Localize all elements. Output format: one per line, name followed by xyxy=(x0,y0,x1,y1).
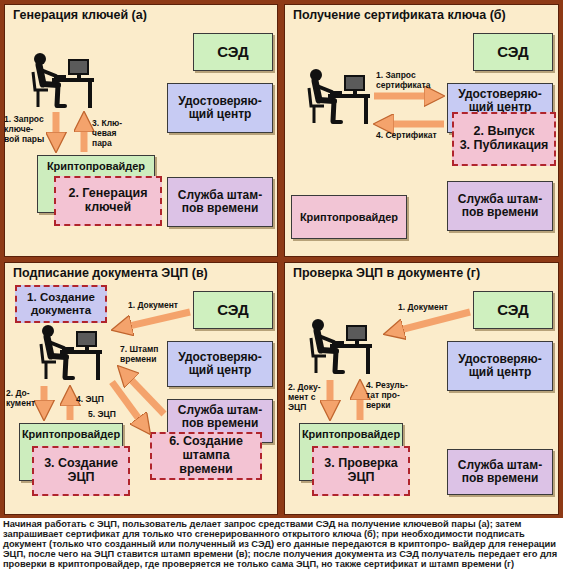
process-step: 2. Выпуск3. Публикация xyxy=(452,112,556,166)
box-label: Криптопровайдер xyxy=(302,428,400,440)
box-label: Криптопровайдер xyxy=(47,160,145,172)
system-box: Криптопровайдер 2. Генерация ключей xyxy=(37,155,155,213)
arrow-label: 4. Резуль- тат про- верки xyxy=(366,380,410,410)
arrow-layer xyxy=(0,0,563,518)
box-label: Удостоверяю- щий центр xyxy=(171,351,269,377)
box-label: Служба штам- пов времени xyxy=(451,193,549,219)
box-label: СЭД xyxy=(497,44,529,61)
arrow-label: 3. Клю- чевая пара xyxy=(92,118,132,148)
box-label: 1. Создание документа xyxy=(20,291,102,316)
arrow-label: 5. ЭЦП xyxy=(88,409,124,419)
system-box: Служба штам- пов времени xyxy=(447,181,553,231)
box-label: 3. Создание ЭЦП xyxy=(37,457,125,485)
box-label: 2. Выпуск xyxy=(474,125,535,139)
panel-title: Получение сертификата ключа (б) xyxy=(293,9,506,23)
arrow-label: 2. Доку- мент с ЭЦП xyxy=(288,382,326,412)
system-box: Служба штам- пов времени xyxy=(167,177,273,227)
flow-arrow xyxy=(374,93,428,100)
process-step: 3. Создание ЭЦП xyxy=(32,446,130,496)
box-label: 3. Проверка ЭЦП xyxy=(317,457,405,485)
box-label: Криптопровайдер xyxy=(300,211,398,223)
system-box: Служба штам- пов времени xyxy=(447,449,553,495)
panel-title: Подписание документа ЭЦП (в) xyxy=(13,267,208,281)
box-label: Удостоверяю- щий центр xyxy=(451,88,549,114)
box-label: СЭД xyxy=(217,44,249,61)
system-box: СЭД xyxy=(193,33,273,71)
system-box: Удостоверяю- щий центр xyxy=(167,341,273,387)
arrow-label: 1. Запрос ключе- вой пары xyxy=(4,114,51,144)
system-box: СЭД xyxy=(473,291,553,329)
box-label: Служба штам- пов времени xyxy=(171,189,269,215)
box-label: 6. Создание штампа времени xyxy=(155,435,257,476)
arrow-label: 4. ЭЦП xyxy=(76,394,112,404)
arrow-label: 4. Сертификат xyxy=(376,130,444,140)
flow-arrow xyxy=(67,402,74,420)
flow-arrow xyxy=(357,396,364,420)
panel-title: Генерация ключей (а) xyxy=(13,9,147,23)
box-label: Служба штам- пов времени xyxy=(451,459,549,485)
stage-panel: Генерация ключей (а) СЭД Удостоверяю- щий … xyxy=(4,4,278,257)
system-box: Удостоверяю- щий центр2. Выпуск3. Публик… xyxy=(447,83,553,133)
arrow-label: 1. Запрос сертификата xyxy=(376,70,444,90)
system-box: Удостоверяю- щий центр xyxy=(167,83,273,133)
system-box: Криптопровайдер xyxy=(291,195,407,239)
flow-arrow xyxy=(53,112,60,136)
arrow-label: 1. Документ xyxy=(128,300,190,310)
box-label: Служба штам- пов времени xyxy=(171,404,269,430)
box-label: Криптопровайдер xyxy=(22,428,120,440)
flow-arrow xyxy=(390,121,444,128)
system-box: Криптопровайдер3. Проверка ЭЦП xyxy=(299,423,403,481)
arrow-label: 2. До- кумент xyxy=(6,388,40,408)
system-box: СЭД xyxy=(193,291,273,329)
process-step: 3. Проверка ЭЦП xyxy=(312,446,410,496)
process-step: 1. Создание документа xyxy=(15,285,107,323)
stage-panel: Проверка ЭЦП в документе (г) СЭД Удостовер… xyxy=(284,262,559,515)
flow-arrow xyxy=(41,386,48,404)
flow-arrow xyxy=(81,128,88,152)
arrow-label: 7. Штамп времени xyxy=(120,344,166,364)
box-label: 3. Публикация xyxy=(460,139,549,153)
box-label: Удостоверяю- щий центр xyxy=(451,353,549,379)
box-label: СЭД xyxy=(217,302,249,319)
diagram-background: Генерация ключей (а) СЭД Удостоверяю- щий … xyxy=(0,0,563,518)
panel-title: Проверка ЭЦП в документе (г) xyxy=(293,267,480,281)
system-box: Служба штам- пов времени6. Создание штам… xyxy=(167,399,273,443)
figure-caption: Начиная работать с ЭЦП, пользователь дел… xyxy=(0,518,563,570)
process-step: 2. Генерация ключей xyxy=(54,176,162,226)
box-label: СЭД xyxy=(497,302,529,319)
system-box: Криптопровайдер3. Создание ЭЦП xyxy=(19,423,123,481)
box-label: 2. Генерация ключей xyxy=(59,187,157,215)
box-label: Удостоверяю- щий центр xyxy=(171,95,269,121)
system-box: СЭД xyxy=(473,33,553,71)
process-step: 6. Создание штампа времени xyxy=(150,432,262,480)
arrow-label: 1. Документ xyxy=(398,302,460,312)
flow-arrow xyxy=(327,380,334,404)
system-box: Удостоверяю- щий центр xyxy=(447,341,553,391)
